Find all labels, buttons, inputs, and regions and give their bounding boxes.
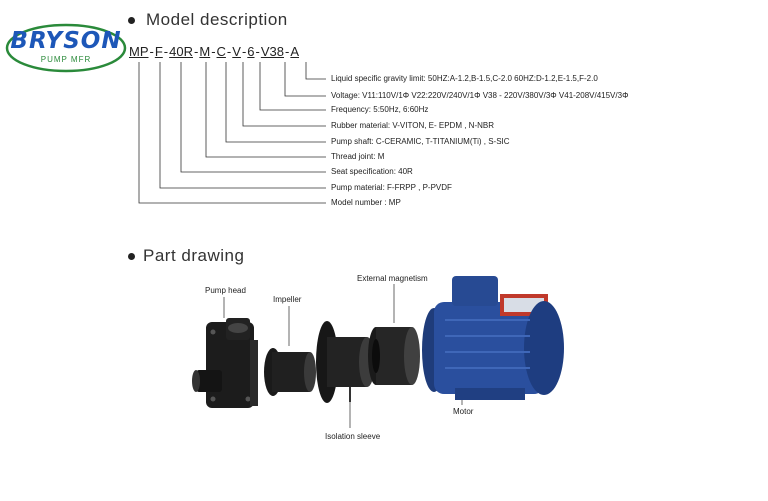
leader-line-thread	[205, 62, 326, 158]
leader-line-frequency	[259, 62, 326, 111]
desc-shaft: Pump shaft: C-CERAMIC, T-TITANIUM(Ti) , …	[331, 137, 510, 146]
isolation-sleeve-part	[316, 321, 375, 403]
leader-line-rubber	[242, 62, 326, 127]
section-title-part-drawing: Part drawing	[143, 246, 245, 265]
leader-line-voltage	[284, 62, 326, 97]
label-motor: Motor	[453, 407, 474, 416]
desc-thread: Thread joint: M	[331, 152, 385, 161]
bullet-icon	[128, 17, 135, 24]
brand-logo: BRYSON PUMP MFR	[4, 22, 128, 74]
code-token-voltage: V38	[260, 44, 284, 59]
impeller-part	[264, 348, 316, 396]
code-separator: -	[285, 44, 290, 59]
label-isolation-sleeve: Isolation sleeve	[325, 432, 381, 441]
code-separator: -	[241, 44, 247, 59]
leader-line-material	[159, 62, 326, 189]
external-magnet-part	[368, 327, 420, 385]
code-token-material: F	[154, 44, 163, 59]
desc-seat: Seat specification: 40R	[331, 167, 413, 176]
leader-line-gravity	[305, 62, 326, 80]
code-token-model: MP	[129, 44, 149, 59]
desc-rubber: Rubber material: V-VITON, E- EPDM , N-NB…	[331, 121, 494, 130]
motor-part	[422, 276, 564, 400]
code-separator: -	[226, 44, 232, 59]
leader-line-shaft	[225, 62, 326, 143]
model-code: MP-F-40R-M-C-V-6-V38-A	[129, 44, 299, 59]
code-separator: -	[255, 44, 260, 59]
code-separator: -	[211, 44, 216, 59]
logo-ellipse	[5, 23, 127, 73]
desc-model-number: Model number : MP	[331, 198, 401, 207]
code-token-gravity: A	[290, 44, 300, 59]
section-title-model-description: Model description	[146, 10, 288, 29]
code-token-seat: 40R	[169, 44, 193, 59]
logo-subtitle: PUMP MFR	[40, 55, 92, 64]
desc-voltage: Voltage: V11:110V/1Φ V22:220V/240V/1Φ V3…	[331, 91, 629, 100]
code-token-rubber: V	[232, 44, 241, 59]
code-separator: -	[194, 44, 199, 59]
code-separator: -	[163, 44, 169, 59]
label-impeller: Impeller	[273, 295, 302, 304]
leader-line-seat	[180, 62, 326, 173]
bullet-icon	[128, 253, 135, 260]
code-separator: -	[149, 44, 154, 59]
label-pump-head: Pump head	[205, 286, 246, 295]
leader-line-model	[138, 62, 326, 204]
code-token-thread: M	[199, 44, 211, 59]
desc-material: Pump material: F-FRPP , P-PVDF	[331, 183, 452, 192]
desc-frequency: Frequency: 5:50Hz, 6:60Hz	[331, 105, 429, 114]
pump-head-part	[192, 318, 258, 408]
code-token-frequency: 6	[247, 44, 255, 59]
label-external-magnetism: External magnetism	[357, 274, 428, 283]
code-token-shaft: C	[216, 44, 226, 59]
logo-brand-text: BRYSON	[10, 28, 122, 54]
desc-gravity: Liquid specific gravity limit: 50HZ:A-1.…	[331, 74, 598, 83]
